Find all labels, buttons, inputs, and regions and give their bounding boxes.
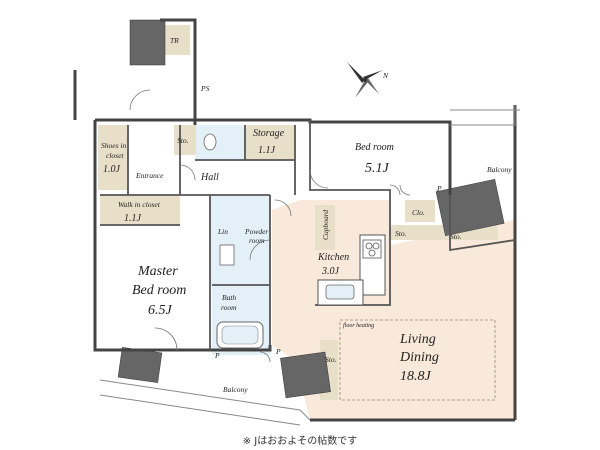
floor-heating-zone <box>339 319 496 401</box>
ps-label: PS <box>200 84 210 93</box>
compass-icon <box>347 62 383 98</box>
kitchen-name: Kitchen <box>317 252 349 263</box>
walk-in-closet-name: Walk in closet <box>118 200 161 209</box>
tr-label: TR <box>170 36 179 45</box>
shoes-closet-size: 1.0J <box>103 164 121 175</box>
master-bedroom-line2: Bed room <box>132 283 186 298</box>
master-bedroom-line1: Master <box>137 264 178 279</box>
p-bottom-label: P <box>275 347 281 356</box>
shoes-closet-fill <box>98 125 128 190</box>
cupboard-label: Cupboard <box>321 210 330 240</box>
wet-area-toilet <box>195 125 245 160</box>
footnote: ※ Jはおおよその帖数です <box>242 436 358 447</box>
master-bedroom-size: 6.5J <box>148 303 173 318</box>
storage-name: Storage <box>253 128 285 139</box>
storage-fill <box>245 125 295 160</box>
powder-room-line2: room <box>249 236 265 245</box>
walk-in-closet-fill <box>100 195 180 225</box>
powder-room-line1: Powder <box>244 227 268 236</box>
clo-fill <box>405 200 435 222</box>
bath-room-line1: Bath <box>222 293 236 302</box>
balcony-right-label: Balcony <box>487 165 512 174</box>
lin-label: Lin <box>217 227 228 236</box>
bath-room-line2: room <box>221 303 237 312</box>
shoes-closet-line2: closet <box>106 151 124 160</box>
sto-bottom-label: Sto. <box>325 355 337 364</box>
storage-size: 1.1J <box>258 145 276 156</box>
living-dining-line1: Living <box>399 332 436 347</box>
sto-mid1-fill <box>390 225 418 240</box>
p-top-label: P <box>436 184 442 193</box>
sto-mid1-label: Sto. <box>395 229 407 238</box>
bedroom-size: 5.1J <box>365 161 390 176</box>
clo-label: Clo. <box>412 208 425 217</box>
balcony-bottom-label: Balcony <box>223 385 248 394</box>
living-dining-line2: Dining <box>399 350 439 365</box>
p-bath-label: P <box>214 351 220 360</box>
floor-heating-label: floor heating <box>343 322 374 329</box>
bedroom-name: Bed room <box>355 142 394 153</box>
walk-in-closet-size: 1.1J <box>124 213 142 224</box>
shoes-closet-line1: Shoes in <box>101 141 126 150</box>
toilet-sink <box>219 244 235 266</box>
kitchen-sink <box>325 284 355 300</box>
cupboard-fill <box>315 205 335 250</box>
sto-mid2-label: Sto. <box>450 232 462 241</box>
wet-area-powder <box>210 195 270 285</box>
compass-label: N <box>382 71 389 80</box>
pillars <box>117 19 505 399</box>
floor-plan: N TR PS Sto. Storage 1.1J Bed room 5.1J … <box>73 18 520 426</box>
balcony-rails <box>99 105 520 426</box>
toilet <box>203 133 217 151</box>
kitchen-size: 3.0J <box>321 266 340 277</box>
door-swings <box>129 89 411 363</box>
living-dining-size: 18.8J <box>400 369 432 384</box>
entrance-label: Entrance <box>135 171 164 180</box>
stove <box>362 239 382 259</box>
bathtub-inner <box>221 325 259 345</box>
sto-top-label: Sto. <box>177 136 189 145</box>
hall-label: Hall <box>200 172 219 183</box>
